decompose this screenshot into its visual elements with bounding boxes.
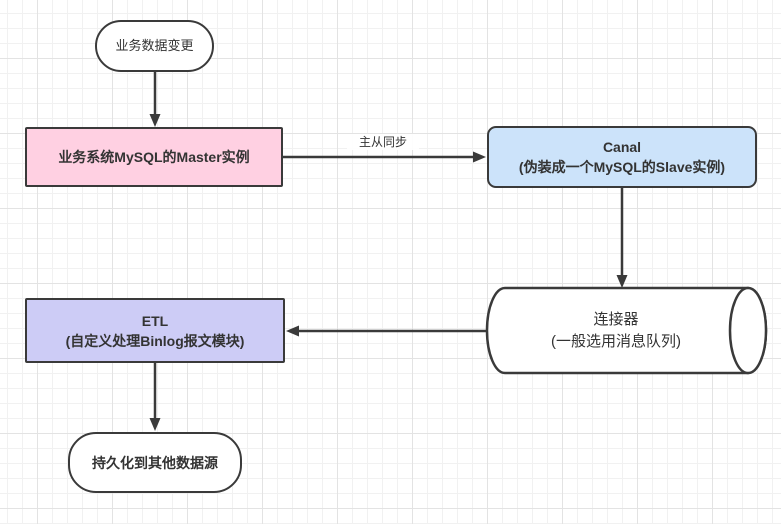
node-subtitle: (一般选用消息队列) [551, 332, 681, 350]
edge-label-master-slave-sync: 主从同步 [347, 134, 419, 150]
node-label: 业务系统MySQL的Master实例 [58, 149, 250, 165]
node-label: 业务数据变更 [115, 38, 194, 53]
edge-etl-to-sink[interactable] [149, 363, 161, 431]
arrowhead-down-icon [616, 275, 628, 288]
edge-start-to-master[interactable] [149, 72, 161, 127]
arrowhead-right-icon [473, 151, 486, 163]
node-title: 连接器 [593, 310, 639, 328]
cylinder-cap-icon [728, 286, 768, 375]
node-canal[interactable]: Canal (伪装成一个MySQL的Slave实例) [487, 126, 757, 188]
node-business-data-change[interactable]: 业务数据变更 [95, 20, 214, 72]
arrowhead-down-icon [149, 418, 161, 431]
node-persist-datasource[interactable]: 持久化到其他数据源 [68, 432, 242, 493]
node-connector-shape[interactable] [485, 286, 768, 375]
arrowhead-left-icon [286, 325, 299, 337]
node-mysql-master[interactable]: 业务系统MySQL的Master实例 [25, 127, 283, 187]
node-subtitle: (伪装成一个MySQL的Slave实例) [518, 159, 726, 175]
node-connector-label: 连接器 (一般选用消息队列) [492, 288, 740, 373]
node-etl[interactable]: ETL (自定义处理Binlog报文模块) [25, 298, 285, 363]
node-title: ETL [141, 312, 169, 329]
node-subtitle: (自定义处理Binlog报文模块) [65, 332, 245, 349]
arrowhead-down-icon [149, 114, 161, 127]
node-label: 持久化到其他数据源 [92, 454, 218, 471]
edge-master-to-canal[interactable] [283, 151, 486, 163]
node-title: Canal [602, 139, 642, 155]
edge-canal-to-connector[interactable] [616, 188, 628, 288]
